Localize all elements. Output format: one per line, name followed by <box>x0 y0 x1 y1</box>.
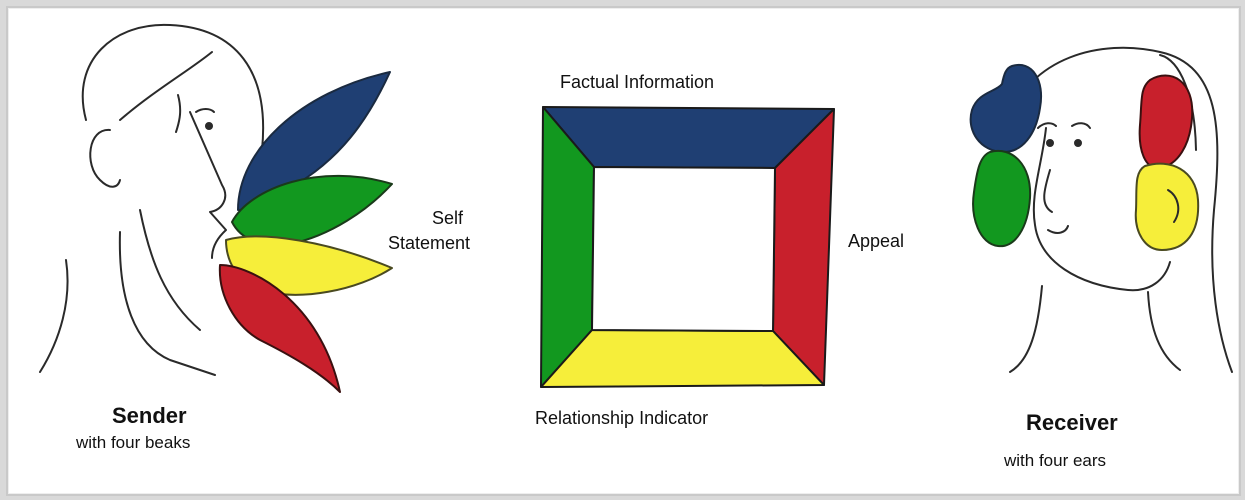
sender-eyebrow <box>195 108 215 113</box>
sender-title: Sender <box>112 403 187 428</box>
sender-neck <box>39 209 216 376</box>
four-sides-square <box>540 106 835 388</box>
receiver-figure <box>969 46 1233 373</box>
label-factual-information: Factual Information <box>560 72 714 92</box>
receiver-ear-green <box>972 149 1032 248</box>
receiver-title: Receiver <box>1026 410 1118 435</box>
receiver-nose <box>1043 169 1053 213</box>
receiver-ear-inner <box>1167 189 1180 223</box>
label-appeal: Appeal <box>848 231 904 251</box>
receiver-face-outline <box>1032 127 1171 292</box>
sender-ear <box>89 128 121 188</box>
receiver-eye-right <box>1074 139 1082 147</box>
receiver-eyebrow-right <box>1071 122 1091 129</box>
receiver-ear-blue <box>969 63 1043 153</box>
receiver-eyebrow-left <box>1037 122 1057 129</box>
sender-beak-red <box>218 264 341 393</box>
label-relationship-indicator: Relationship Indicator <box>535 408 708 428</box>
receiver-ear-red <box>1138 74 1194 170</box>
sender-face-outline <box>119 51 227 259</box>
receiver-subtitle: with four ears <box>1003 451 1106 470</box>
receiver-hair <box>1007 46 1233 373</box>
sender-eye <box>205 122 213 130</box>
receiver-neck <box>1009 285 1181 373</box>
label-self-statement-line2: Statement <box>388 233 470 253</box>
sender-subtitle: with four beaks <box>75 433 190 452</box>
receiver-ear-yellow <box>1134 162 1200 251</box>
sender-figure <box>39 23 393 393</box>
square-center <box>591 166 776 332</box>
label-self-statement-line1: Self <box>432 208 464 228</box>
receiver-eye-left <box>1046 139 1054 147</box>
sender-hair <box>81 23 265 193</box>
